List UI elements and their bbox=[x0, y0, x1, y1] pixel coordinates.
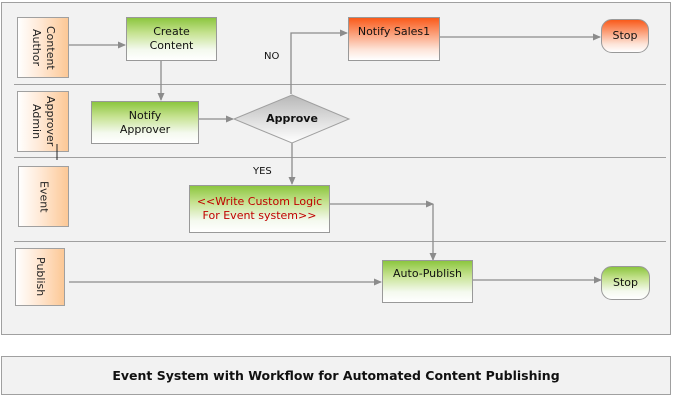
lane-label-publish: Publish bbox=[15, 248, 65, 306]
edge-approve-no-to-notify-sales bbox=[290, 29, 348, 94]
stop-node-top[interactable]: Stop bbox=[601, 19, 649, 53]
node-label: Notify Approver bbox=[119, 108, 171, 136]
node-label: Notify Sales1 bbox=[357, 25, 431, 38]
lane-label-approver-admin: Approver Admin bbox=[17, 91, 69, 152]
node-label: Stop bbox=[612, 29, 638, 42]
stop-node-bottom[interactable]: Stop bbox=[601, 266, 650, 300]
lane-label-text: Content Author bbox=[30, 25, 57, 70]
approve-decision-shape bbox=[232, 94, 351, 144]
create-content-node[interactable]: Create Content bbox=[126, 17, 217, 61]
lane-divider bbox=[14, 157, 666, 158]
node-label: <<Write Custom Logic For Event system>> bbox=[196, 195, 323, 222]
custom-logic-node[interactable]: <<Write Custom Logic For Event system>> bbox=[189, 185, 330, 233]
lane-label-text: Approver Admin bbox=[30, 96, 57, 147]
lane-label-content-author: Content Author bbox=[17, 17, 69, 78]
edge-label-yes: YES bbox=[253, 166, 272, 177]
notify-approver-node[interactable]: Notify Approver bbox=[91, 101, 199, 144]
approve-decision-node[interactable]: Approve bbox=[250, 110, 334, 128]
lane-label-text: Publish bbox=[34, 257, 47, 297]
lane-label-text: Event bbox=[37, 180, 51, 213]
lane-label-event: Event bbox=[18, 166, 69, 227]
node-label: Approve bbox=[266, 112, 318, 125]
lane-divider bbox=[14, 241, 666, 242]
lane-divider bbox=[14, 84, 666, 85]
notify-sales-node[interactable]: Notify Sales1 bbox=[348, 17, 440, 61]
node-label: Create Content bbox=[149, 25, 194, 52]
diagram-caption: Event System with Workflow for Automated… bbox=[1, 356, 671, 395]
node-label: Auto-Publish bbox=[393, 267, 462, 280]
auto-publish-node[interactable]: Auto-Publish bbox=[382, 260, 473, 303]
node-label: Stop bbox=[612, 276, 638, 289]
caption-text: Event System with Workflow for Automated… bbox=[112, 368, 560, 383]
edge-label-no: NO bbox=[264, 51, 280, 62]
